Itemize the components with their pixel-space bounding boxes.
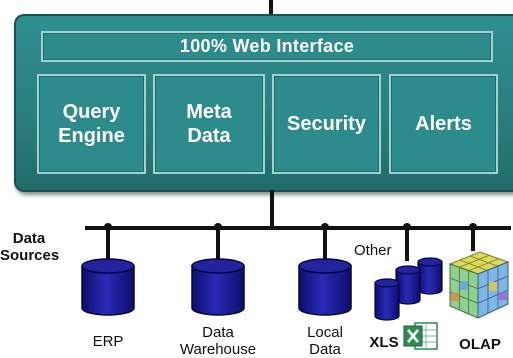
bus-node-warehouse — [214, 223, 222, 231]
database-cylinder-icon — [81, 258, 135, 316]
module-query-engine: Query Engine — [37, 74, 146, 174]
source-label-local-data: Local Data — [307, 324, 343, 358]
database-cylinder-icon — [191, 258, 245, 316]
drop-line-local — [323, 229, 327, 267]
top-connector-line — [269, 0, 273, 14]
module-security: Security — [272, 74, 381, 174]
source-label-xls: XLS — [369, 334, 399, 351]
bus-node-erp — [104, 223, 112, 231]
source-label-data-warehouse: Data Warehouse — [179, 324, 257, 358]
drop-line-warehouse — [216, 229, 220, 267]
drop-line-other — [405, 229, 409, 261]
bus-node-local — [321, 223, 329, 231]
database-stack-icon — [374, 257, 443, 321]
source-label-olap: OLAP — [459, 336, 501, 353]
drop-line-erp — [106, 229, 110, 267]
bus-node-olap — [469, 223, 477, 231]
bus-node-other — [403, 223, 411, 231]
module-meta-data: Meta Data — [153, 74, 265, 174]
module-alerts: Alerts — [389, 74, 498, 174]
excel-icon — [403, 322, 438, 350]
source-label-other: Other — [354, 242, 392, 259]
database-cylinder-icon — [298, 258, 352, 316]
data-sources-heading: Data Sources — [0, 230, 60, 264]
source-label-erp: ERP — [92, 333, 124, 350]
platform-connector-line — [270, 190, 274, 228]
drop-line-olap — [471, 229, 475, 251]
data-bus-line — [85, 226, 511, 230]
web-interface-banner: 100% Web Interface — [41, 31, 493, 62]
olap-cube-icon — [448, 251, 510, 319]
